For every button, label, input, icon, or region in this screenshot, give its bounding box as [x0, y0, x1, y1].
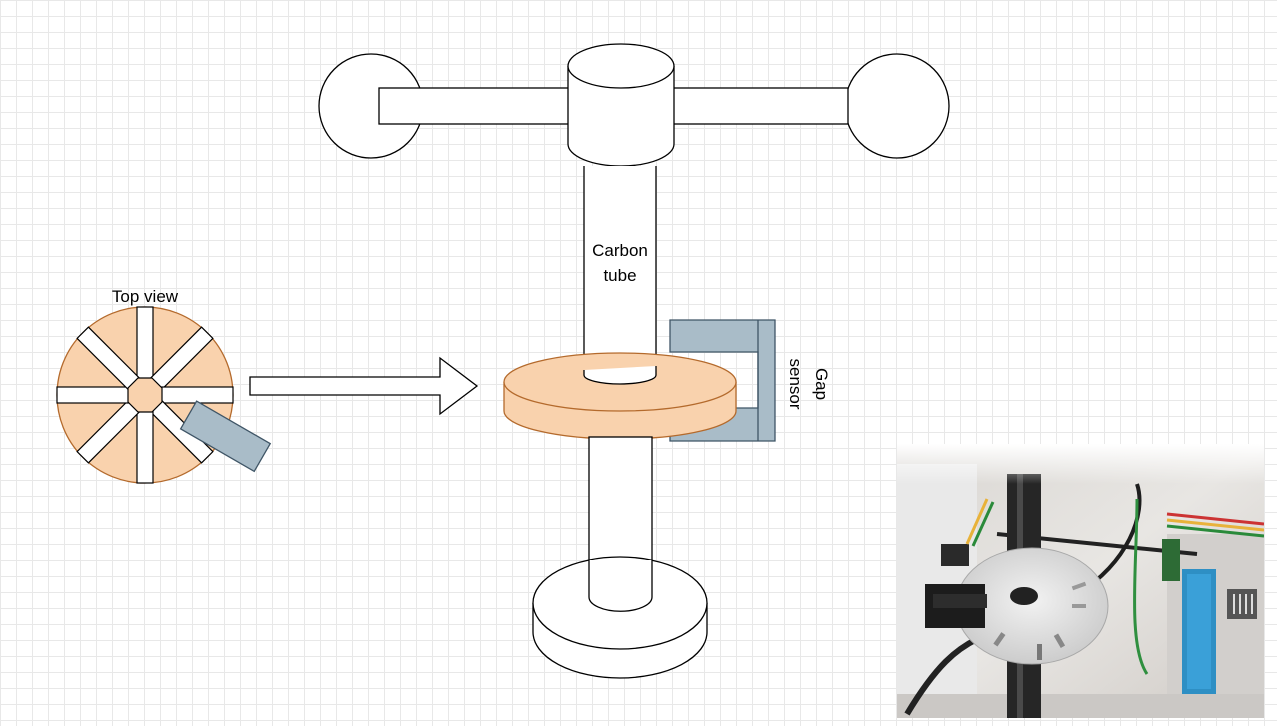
cup-arm-right	[672, 87, 849, 125]
carbon-tube-label-line2: tube	[603, 266, 636, 285]
anemometer-rotor	[318, 53, 950, 159]
hub-cylinder	[567, 43, 675, 167]
cup-arm-left	[378, 87, 572, 125]
base-disc	[532, 556, 708, 679]
arrow-icon	[249, 356, 479, 416]
gap-sensor-label-line2: sensor	[786, 358, 805, 409]
gap-sensor-label-line1: Gap	[812, 368, 831, 400]
right-cup	[844, 53, 950, 159]
encoder-disc-top-view	[56, 306, 234, 484]
top-view-label: Top view	[112, 287, 179, 306]
encoder-disc-side	[503, 352, 737, 440]
gap-sensor-top-view	[179, 400, 272, 473]
carbon-tube-label-line1: Carbon	[592, 241, 648, 260]
sensor-photo	[897, 444, 1264, 718]
